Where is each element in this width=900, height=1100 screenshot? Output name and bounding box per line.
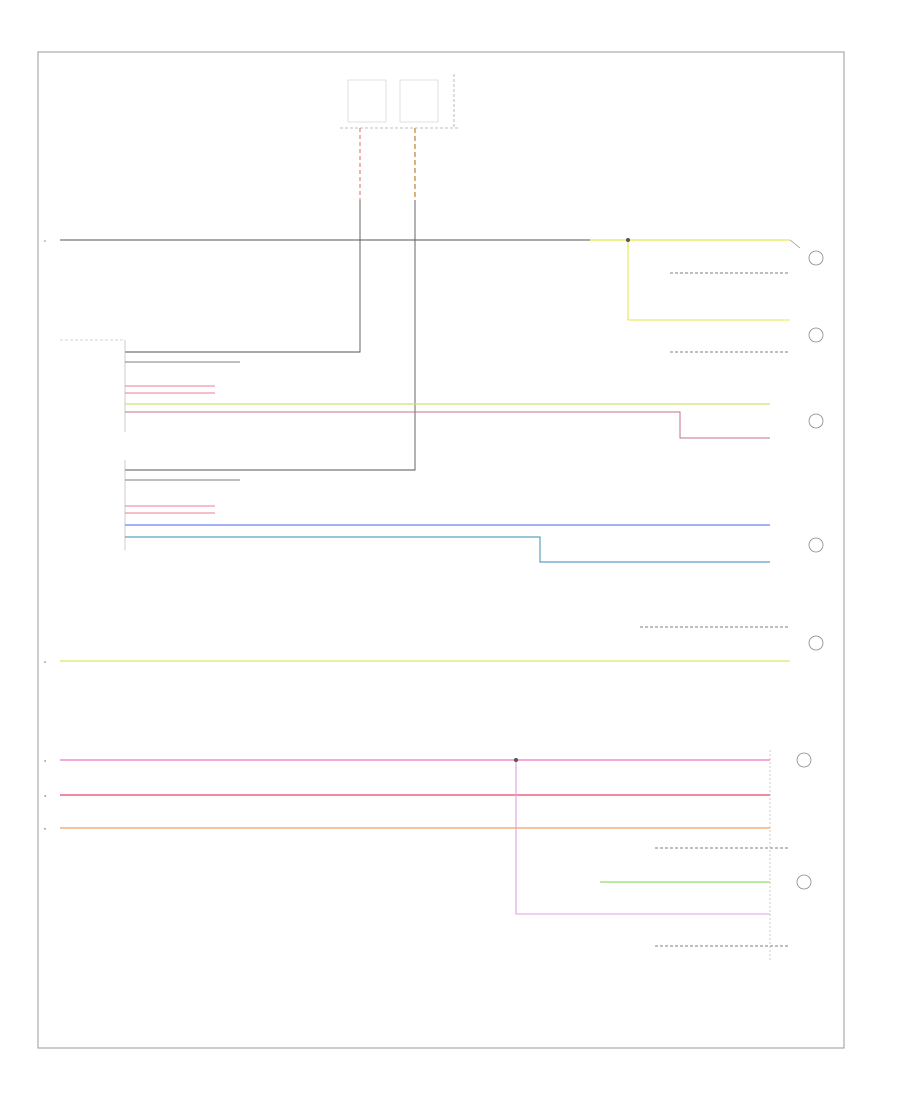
left-mirror-lamp bbox=[670, 327, 824, 353]
wire-black-bus bbox=[60, 238, 790, 321]
wire-teal bbox=[125, 536, 770, 563]
fuse-box bbox=[340, 74, 460, 129]
connector-number-1: 1 bbox=[44, 239, 46, 243]
connector-number-5: 5 bbox=[44, 827, 46, 831]
connector-4 bbox=[808, 537, 824, 553]
fuse-feed-wires bbox=[125, 128, 416, 471]
connector-number-3: 3 bbox=[44, 759, 46, 763]
passenger-door-switch bbox=[124, 460, 240, 550]
splice-pink bbox=[514, 758, 770, 915]
rear-lamp-assembly bbox=[769, 750, 812, 960]
connector-number-2: 2 bbox=[44, 660, 46, 664]
right-mirror-lamp bbox=[670, 239, 824, 274]
driver-door-switch bbox=[60, 339, 240, 432]
connector-number-4: 4 bbox=[44, 794, 46, 798]
diagram-frame bbox=[37, 51, 845, 1049]
rear-component bbox=[640, 626, 824, 651]
left-connector-numbers: 1 2 3 4 5 bbox=[44, 239, 46, 831]
connector-3 bbox=[808, 413, 824, 429]
wire-magenta-1 bbox=[125, 411, 770, 439]
